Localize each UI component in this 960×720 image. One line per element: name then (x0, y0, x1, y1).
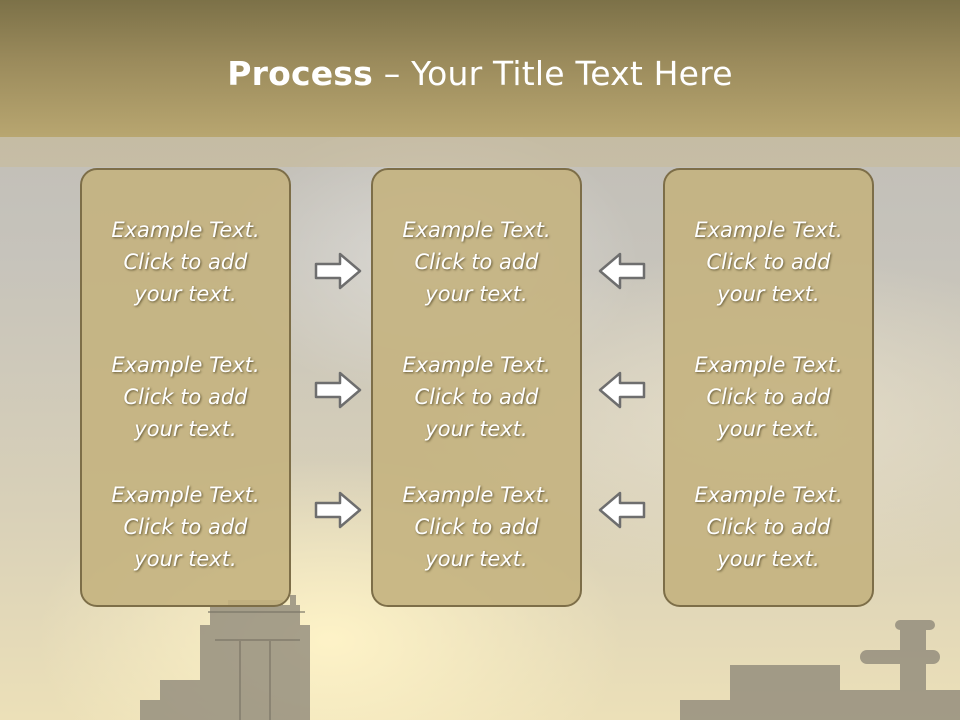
title-bar (0, 0, 960, 137)
process-box-center[interactable]: Example Text. Click to add your text. Ex… (371, 168, 582, 607)
text-line: Example Text. (694, 483, 843, 507)
title-rest: Your Title Text Here (411, 54, 733, 93)
text-line: Click to add (706, 515, 831, 539)
arrow-left-icon (598, 252, 646, 290)
process-box-left[interactable]: Example Text. Click to add your text. Ex… (80, 168, 291, 607)
text-block[interactable]: Example Text. Click to add your text. (82, 479, 289, 575)
text-line: Example Text. (402, 483, 551, 507)
text-line: Click to add (123, 250, 248, 274)
text-line: Example Text. (402, 218, 551, 242)
text-block[interactable]: Example Text. Click to add your text. (665, 214, 872, 310)
arrow-left-icon (598, 371, 646, 409)
text-line: your text. (134, 417, 237, 441)
text-line: Example Text. (111, 353, 260, 377)
text-line: Example Text. (694, 353, 843, 377)
title-bar-underline (0, 137, 960, 167)
slide-title[interactable]: Process – Your Title Text Here (0, 54, 960, 93)
text-line: your text. (717, 417, 820, 441)
text-block[interactable]: Example Text. Click to add your text. (665, 349, 872, 445)
text-line: Click to add (706, 385, 831, 409)
arrow-right-icon (314, 371, 362, 409)
text-line: Click to add (706, 250, 831, 274)
text-block[interactable]: Example Text. Click to add your text. (373, 214, 580, 310)
text-line: your text. (717, 547, 820, 571)
text-line: Click to add (123, 515, 248, 539)
title-dash: – (373, 54, 412, 93)
arrow-right-icon (314, 252, 362, 290)
text-line: Click to add (123, 385, 248, 409)
process-box-right[interactable]: Example Text. Click to add your text. Ex… (663, 168, 874, 607)
text-block[interactable]: Example Text. Click to add your text. (373, 479, 580, 575)
text-line: Example Text. (402, 353, 551, 377)
text-line: your text. (425, 417, 528, 441)
text-line: Click to add (414, 385, 539, 409)
text-line: Example Text. (694, 218, 843, 242)
text-line: your text. (134, 547, 237, 571)
title-bold-part: Process (227, 54, 373, 93)
text-line: Example Text. (111, 218, 260, 242)
text-block[interactable]: Example Text. Click to add your text. (373, 349, 580, 445)
text-line: your text. (425, 547, 528, 571)
arrow-left-icon (598, 491, 646, 529)
text-line: your text. (717, 282, 820, 306)
text-block[interactable]: Example Text. Click to add your text. (82, 349, 289, 445)
arrow-right-icon (314, 491, 362, 529)
text-line: Click to add (414, 515, 539, 539)
text-block[interactable]: Example Text. Click to add your text. (82, 214, 289, 310)
text-line: your text. (134, 282, 237, 306)
text-line: Example Text. (111, 483, 260, 507)
text-block[interactable]: Example Text. Click to add your text. (665, 479, 872, 575)
text-line: your text. (425, 282, 528, 306)
text-line: Click to add (414, 250, 539, 274)
